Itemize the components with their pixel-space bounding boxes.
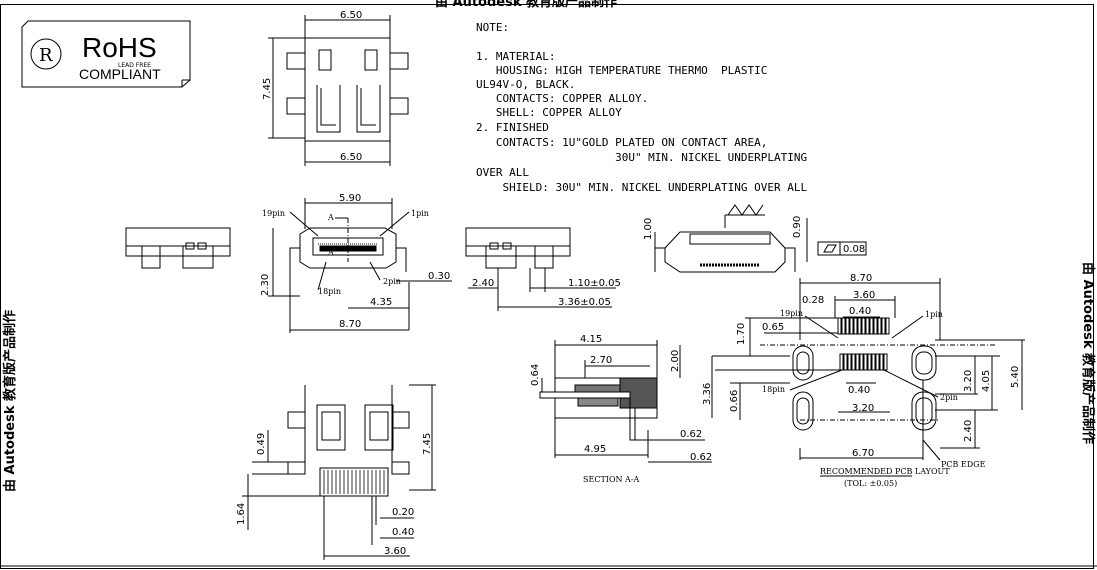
pcb-dim-028: 0.28 bbox=[802, 295, 824, 306]
drawing-border bbox=[0, 4, 1094, 569]
recycle-r-icon bbox=[30, 38, 62, 70]
pcb-dim-040a: 0.40 bbox=[849, 306, 871, 317]
flatness-value: 0.08 bbox=[843, 244, 865, 255]
note-line: OVER ALL bbox=[476, 166, 529, 179]
pcb-dim-240: 2.40 bbox=[963, 420, 974, 442]
pcb-dim-405: 4.05 bbox=[981, 370, 992, 392]
front-dim-435: 4.35 bbox=[370, 297, 392, 308]
notes-block: NOTE: 1. MATERIAL: HOUSING: HIGH TEMPERA… bbox=[476, 21, 808, 194]
pcb-layout-title: RECOMMENDED PCB LAYOUT bbox=[820, 467, 950, 476]
end-view: 1.00 0.90 0.08 bbox=[643, 204, 867, 273]
pcb-layout-tolerance: (TOL: ±0.05) bbox=[844, 479, 897, 488]
note-line: SHELL: COPPER ALLOY bbox=[476, 106, 622, 119]
pcb-dim-870: 8.70 bbox=[850, 273, 872, 284]
pcb-pin1-label: 1pin bbox=[925, 310, 943, 319]
end-dim-100: 1.00 bbox=[643, 218, 654, 240]
pcb-pin19-label: 19pin bbox=[780, 309, 803, 318]
side-dim-240: 2.40 bbox=[472, 278, 494, 289]
top-width-label: 6.50 bbox=[340, 10, 362, 21]
section-dim-495: 4.95 bbox=[584, 444, 606, 455]
front-dim-870: 8.70 bbox=[339, 319, 361, 330]
bottom-dim-049: 0.49 bbox=[256, 433, 267, 455]
front-view: 5.90 19pin 1pin A A 2pin 18pin 2.30 4.35… bbox=[260, 193, 452, 333]
pcb-dim-336: 3.36 bbox=[702, 383, 713, 405]
section-dim-200: 2.00 bbox=[670, 350, 681, 372]
front-width-label: 5.90 bbox=[339, 193, 361, 204]
pcb-dim-066: 0.66 bbox=[729, 390, 740, 412]
watermark-left: 由 Autodesk 教育版产品制作 bbox=[2, 310, 18, 492]
pcb-dim-065: 0.65 bbox=[762, 322, 784, 333]
top-bottom-width-label: 6.50 bbox=[340, 152, 362, 163]
rohs-title: RoHS bbox=[82, 32, 157, 63]
section-dim-064: 0.64 bbox=[530, 364, 541, 386]
note-line: 30U" MIN. NICKEL UNDERPLATING bbox=[476, 151, 807, 164]
pcb-dim-670: 6.70 bbox=[852, 448, 874, 459]
front-height-label: 2.30 bbox=[260, 274, 271, 296]
bottom-view: 0.49 7.45 1.64 0.20 0.40 3.60 bbox=[236, 384, 436, 560]
section-dim-415: 4.15 bbox=[580, 334, 602, 345]
note-line: UL94V-O, BLACK. bbox=[476, 78, 575, 91]
note-line: HOUSING: HIGH TEMPERATURE THERMO PLASTIC bbox=[476, 64, 767, 77]
front-dim-030: 0.30 bbox=[428, 271, 450, 282]
section-view: 4.15 2.70 0.64 2.00 4.95 0.62 0.62 SECTI… bbox=[530, 334, 712, 484]
section-a-bottom-label: A bbox=[327, 248, 334, 257]
pcb-dim-040b: 0.40 bbox=[848, 385, 870, 396]
note-line: 2. FINISHED bbox=[476, 121, 549, 134]
side-dim-110: 1.10±0.05 bbox=[568, 278, 621, 289]
rohs-compliant: COMPLIANT bbox=[79, 66, 161, 82]
pcb-pin18-label: 18pin bbox=[762, 385, 785, 394]
watermark-right: 由 Autodesk 教育版产品制作 bbox=[1080, 262, 1096, 444]
pcb-dim-320a: 3.20 bbox=[852, 403, 874, 414]
note-line: 1. MATERIAL: bbox=[476, 50, 555, 63]
watermark-top: 由 Autodesk 教育版产品制作 bbox=[435, 0, 617, 10]
pcb-dim-360: 3.60 bbox=[853, 290, 875, 301]
pcb-dim-540: 5.40 bbox=[1010, 366, 1021, 388]
front-pin2-label: 2pin bbox=[383, 277, 401, 286]
front-pin1-label: 1pin bbox=[411, 209, 429, 218]
section-dim-270: 2.70 bbox=[590, 355, 612, 366]
bottom-dim-360: 3.60 bbox=[384, 546, 406, 557]
note-line: SHIELD: 30U" MIN. NICKEL UNDERPLATING OV… bbox=[476, 181, 808, 194]
pcb-dim-170: 1.70 bbox=[736, 323, 747, 345]
pcb-layout: 8.70 3.60 0.28 0.40 19pin 1pin bbox=[702, 273, 1025, 488]
front-pin19-label: 19pin bbox=[262, 209, 285, 218]
section-dim-062b: 0.62 bbox=[690, 452, 712, 463]
section-label: SECTION A-A bbox=[583, 475, 640, 484]
bottom-dim-745: 7.45 bbox=[422, 433, 433, 455]
notes-title: NOTE: bbox=[476, 21, 509, 34]
note-line: CONTACTS: COPPER ALLOY. bbox=[476, 92, 648, 105]
pcb-dim-320b: 3.20 bbox=[963, 370, 974, 392]
bottom-dim-164: 1.64 bbox=[236, 503, 247, 525]
top-height-label: 7.45 bbox=[262, 78, 273, 100]
right-side-view: 2.40 1.10±0.05 3.36±0.05 bbox=[465, 227, 621, 311]
bottom-dim-020: 0.20 bbox=[392, 507, 414, 518]
front-pin18-label: 18pin bbox=[318, 287, 341, 296]
section-a-top-label: A bbox=[327, 213, 334, 222]
end-dim-090: 0.90 bbox=[792, 216, 803, 238]
bottom-dim-040: 0.40 bbox=[392, 527, 414, 538]
rohs-logo-letter: R bbox=[39, 45, 53, 66]
rohs-lead-free: LEAD FREE bbox=[118, 62, 151, 69]
top-view: 6.50 7.45 6.50 bbox=[262, 10, 409, 166]
pcb-edge-label: PCB EDGE bbox=[941, 460, 986, 469]
pcb-pin2-label: 2pin bbox=[940, 393, 958, 402]
note-line: CONTACTS: 1U"GOLD PLATED ON CONTACT AREA… bbox=[476, 136, 767, 149]
side-dim-336: 3.36±0.05 bbox=[558, 297, 611, 308]
section-dim-062a: 0.62 bbox=[680, 429, 702, 440]
flatness-symbol-icon bbox=[823, 244, 837, 253]
rohs-badge: R RoHS LEAD FREE COMPLIANT bbox=[21, 20, 191, 88]
left-side-view bbox=[125, 227, 231, 269]
